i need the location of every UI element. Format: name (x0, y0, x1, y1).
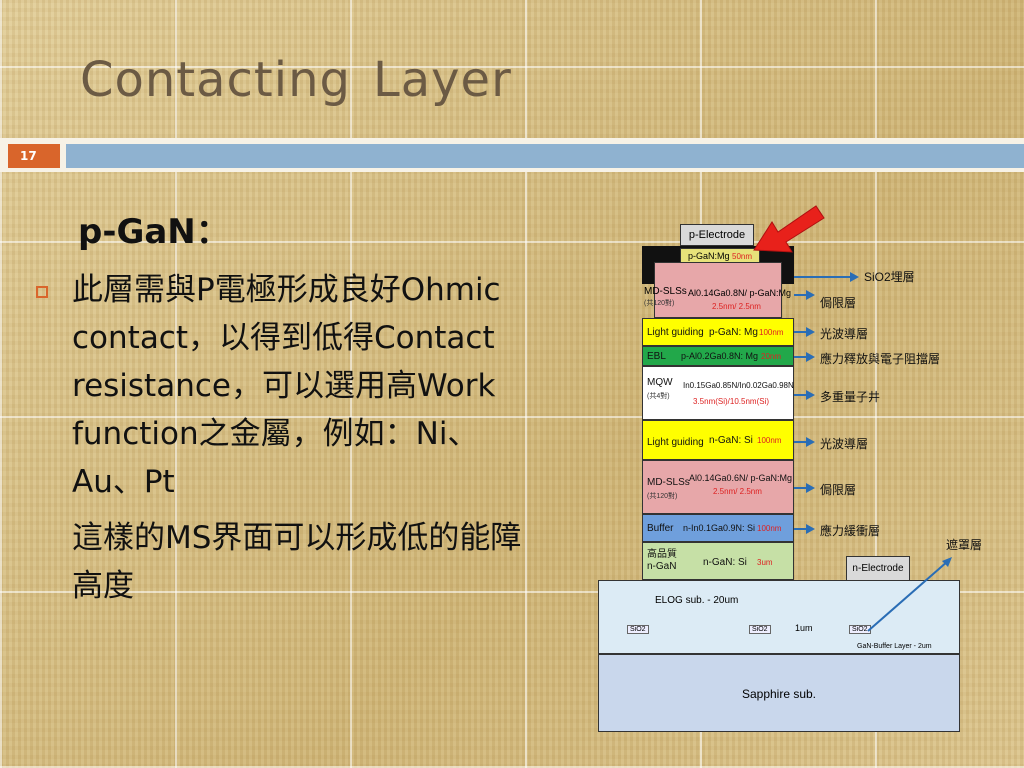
paragraph-1: 此層需與P電極形成良好Ohmic contact，以得到低得Contact re… (72, 272, 501, 500)
arrow-6 (794, 487, 808, 489)
layer-ebl: EBL p-Al0.2Ga0.8N: Mg 20nm (642, 346, 794, 366)
desc-sio2: SiO2埋層 (864, 270, 915, 284)
header-bar: 17 (0, 138, 1024, 172)
arrow-sio2-head (850, 272, 859, 282)
p-gan-top-thk: 50nm (732, 252, 753, 261)
sapphire-substrate: Sapphire sub. (598, 654, 960, 732)
mask-arrow (867, 557, 952, 632)
layer-mqw: MQW (共4對) In0.15Ga0.85N/In0.02Ga0.98N 3.… (642, 366, 794, 420)
arrow-6-head (806, 483, 815, 493)
arrow-sio2 (794, 276, 850, 278)
bullet-icon (36, 286, 48, 298)
buffer-layer-label: GaN-Buffer Layer - 2um (857, 643, 932, 650)
layer-light-guiding-p: Light guiding p-GaN: Mg 100nm (642, 318, 794, 346)
arrow-4 (794, 394, 808, 396)
title-word-2: Layer (372, 52, 512, 108)
arrow-2-head (806, 327, 815, 337)
slide-number: 17 (8, 144, 60, 168)
elog-label: ELOG sub. - 20um (655, 595, 739, 606)
arrow-7-head (806, 524, 815, 534)
arrow-2 (794, 331, 808, 333)
desc-1: 侷限層 (820, 296, 857, 310)
arrow-5 (794, 441, 808, 443)
subtitle: p-GaN： (78, 212, 230, 252)
arrow-5-head (806, 437, 815, 447)
layer-n-gan: 高品質 n-GaN n-GaN: Si 3um (642, 542, 794, 580)
desc-3: 應力釋放與電子阻擋層 (820, 352, 941, 366)
desc-mask: 遮罩層 (946, 538, 983, 552)
layer-md-sls-top-material: Al0.14Ga0.8N/ p-GaN:Mg (688, 288, 792, 298)
blue-rule (66, 144, 1024, 168)
layer-md-sls-top-thk: 2.5nm/ 2.5nm (712, 302, 761, 311)
desc-2: 光波導層 (820, 327, 869, 341)
arrow-3-head (806, 352, 815, 362)
paragraph-2: 這樣的MS界面可以形成低的能障高度 (72, 520, 522, 604)
sio2-1: SiO2 (627, 625, 649, 634)
layer-md-sls-top-label: MD-SLSs(共120對) (644, 286, 687, 307)
arrow-1-head (806, 290, 815, 300)
layer-light-guiding-n: Light guiding n-GaN: Si 100nm (642, 420, 794, 460)
pointer-arrow-icon (753, 205, 825, 253)
p-gan-top-label: p-GaN:Mg (687, 251, 730, 261)
arrow-3 (794, 356, 808, 358)
one-um-label: 1um (795, 623, 813, 633)
arrow-1 (794, 294, 808, 296)
layer-md-sls-top (654, 262, 782, 318)
desc-7: 應力緩衝層 (820, 524, 881, 538)
layer-md-sls-bottom: MD-SLSs (共120對) Al0.14Ga0.6N/ p-GaN:Mg 2… (642, 460, 794, 514)
title-word-1: Contacting (80, 52, 351, 108)
arrow-7 (794, 528, 808, 530)
slide-title: Contacting Layer (80, 52, 534, 108)
desc-4: 多重量子井 (820, 390, 881, 404)
desc-6: 侷限層 (820, 483, 857, 497)
elog-substrate: ELOG sub. - 20um SiO2 SiO2 SiO2 1um GaN-… (598, 580, 960, 654)
sio2-2: SiO2 (749, 625, 771, 634)
p-electrode: p-Electrode (680, 224, 754, 246)
layer-buffer: Buffer n-In0.1Ga0.9N: Si 100nm (642, 514, 794, 542)
arrow-4-head (806, 390, 815, 400)
desc-5: 光波導層 (820, 437, 869, 451)
